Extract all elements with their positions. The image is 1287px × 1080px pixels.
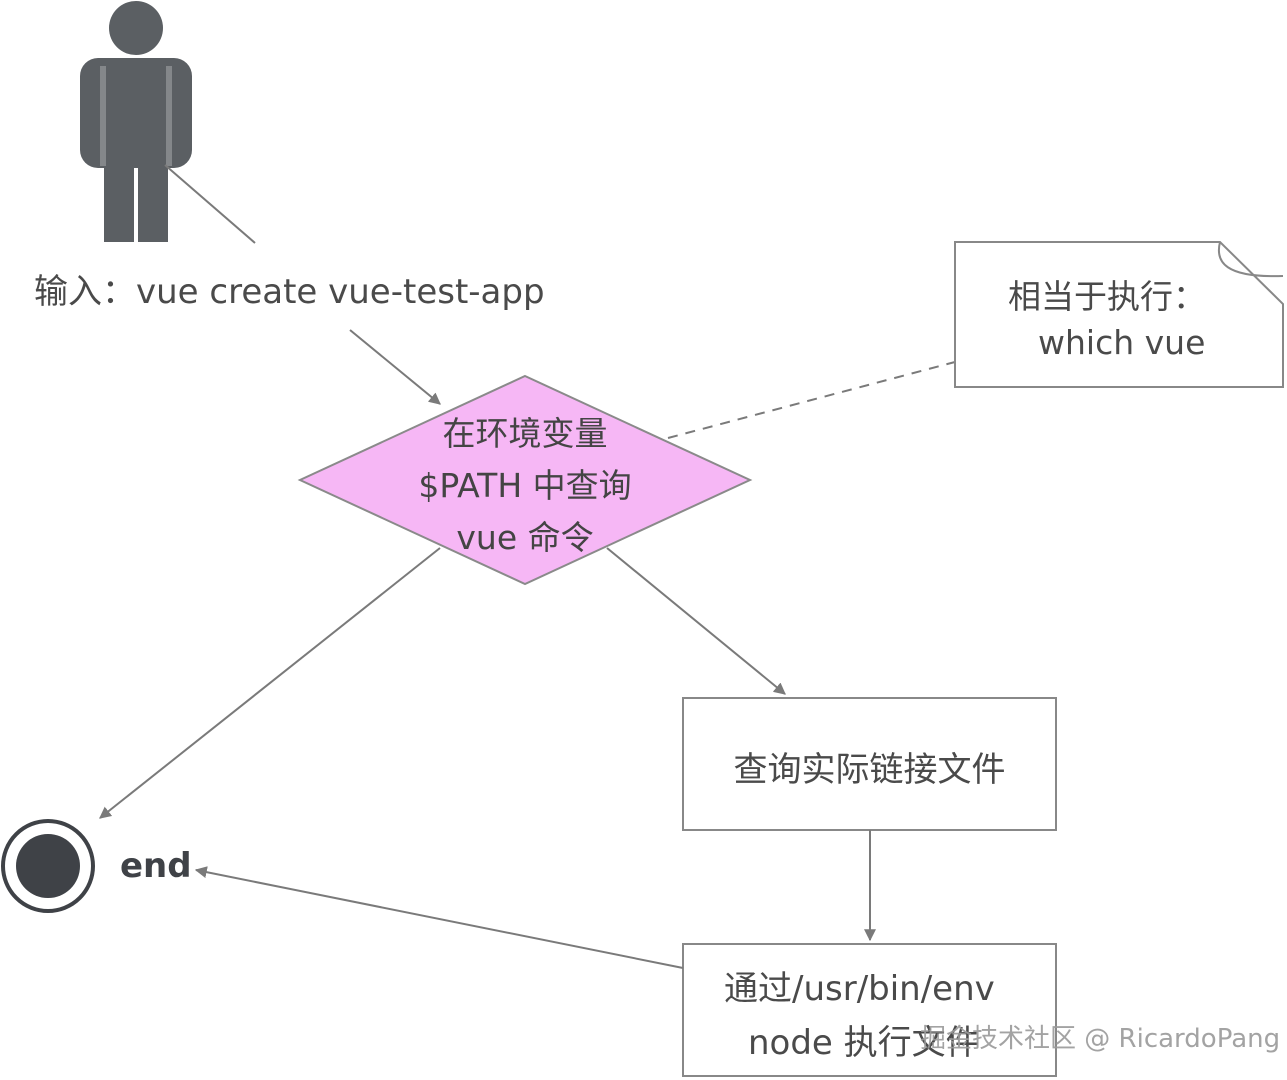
end-node-icon [1,819,95,913]
decision-line-3: vue 命令 [456,518,594,557]
exec-to-end-arrow [194,866,684,969]
exec-process-box [682,943,1057,1077]
note-line-2: which vue [1038,323,1206,362]
lookup-process-box [682,697,1057,831]
lookup-process-text: 查询实际链接文件 [733,750,1006,790]
actor-connector [164,164,256,244]
decision-line-1: 在环境变量 [442,414,608,453]
exec-process-text: 通过/usr/bin/env node 执行文件 [724,962,995,1070]
watermark-text: 掘金技术社区 @ RicardoPang [920,1024,1281,1054]
exec-line-2: node 执行文件 [748,1023,980,1063]
decision-text: 在环境变量 $PATH 中查询 vue 命令 [380,408,670,564]
decision-to-lookup-arrow [606,547,786,695]
note-line-1: 相当于执行： [1008,277,1206,316]
input-command-label: 输入：vue create vue-test-app [34,272,545,312]
exec-line-1: 通过/usr/bin/env [724,969,995,1009]
end-label: end [120,846,192,886]
decision-to-end-arrow [99,547,441,819]
note-connector [667,361,956,439]
person-icon [80,1,192,242]
decision-line-2: $PATH 中查询 [418,466,632,505]
input-to-decision-arrow [349,329,441,405]
note-text: 相当于执行： which vue [1008,274,1206,366]
note-shape [954,241,1284,388]
decision-diamond [297,374,753,586]
